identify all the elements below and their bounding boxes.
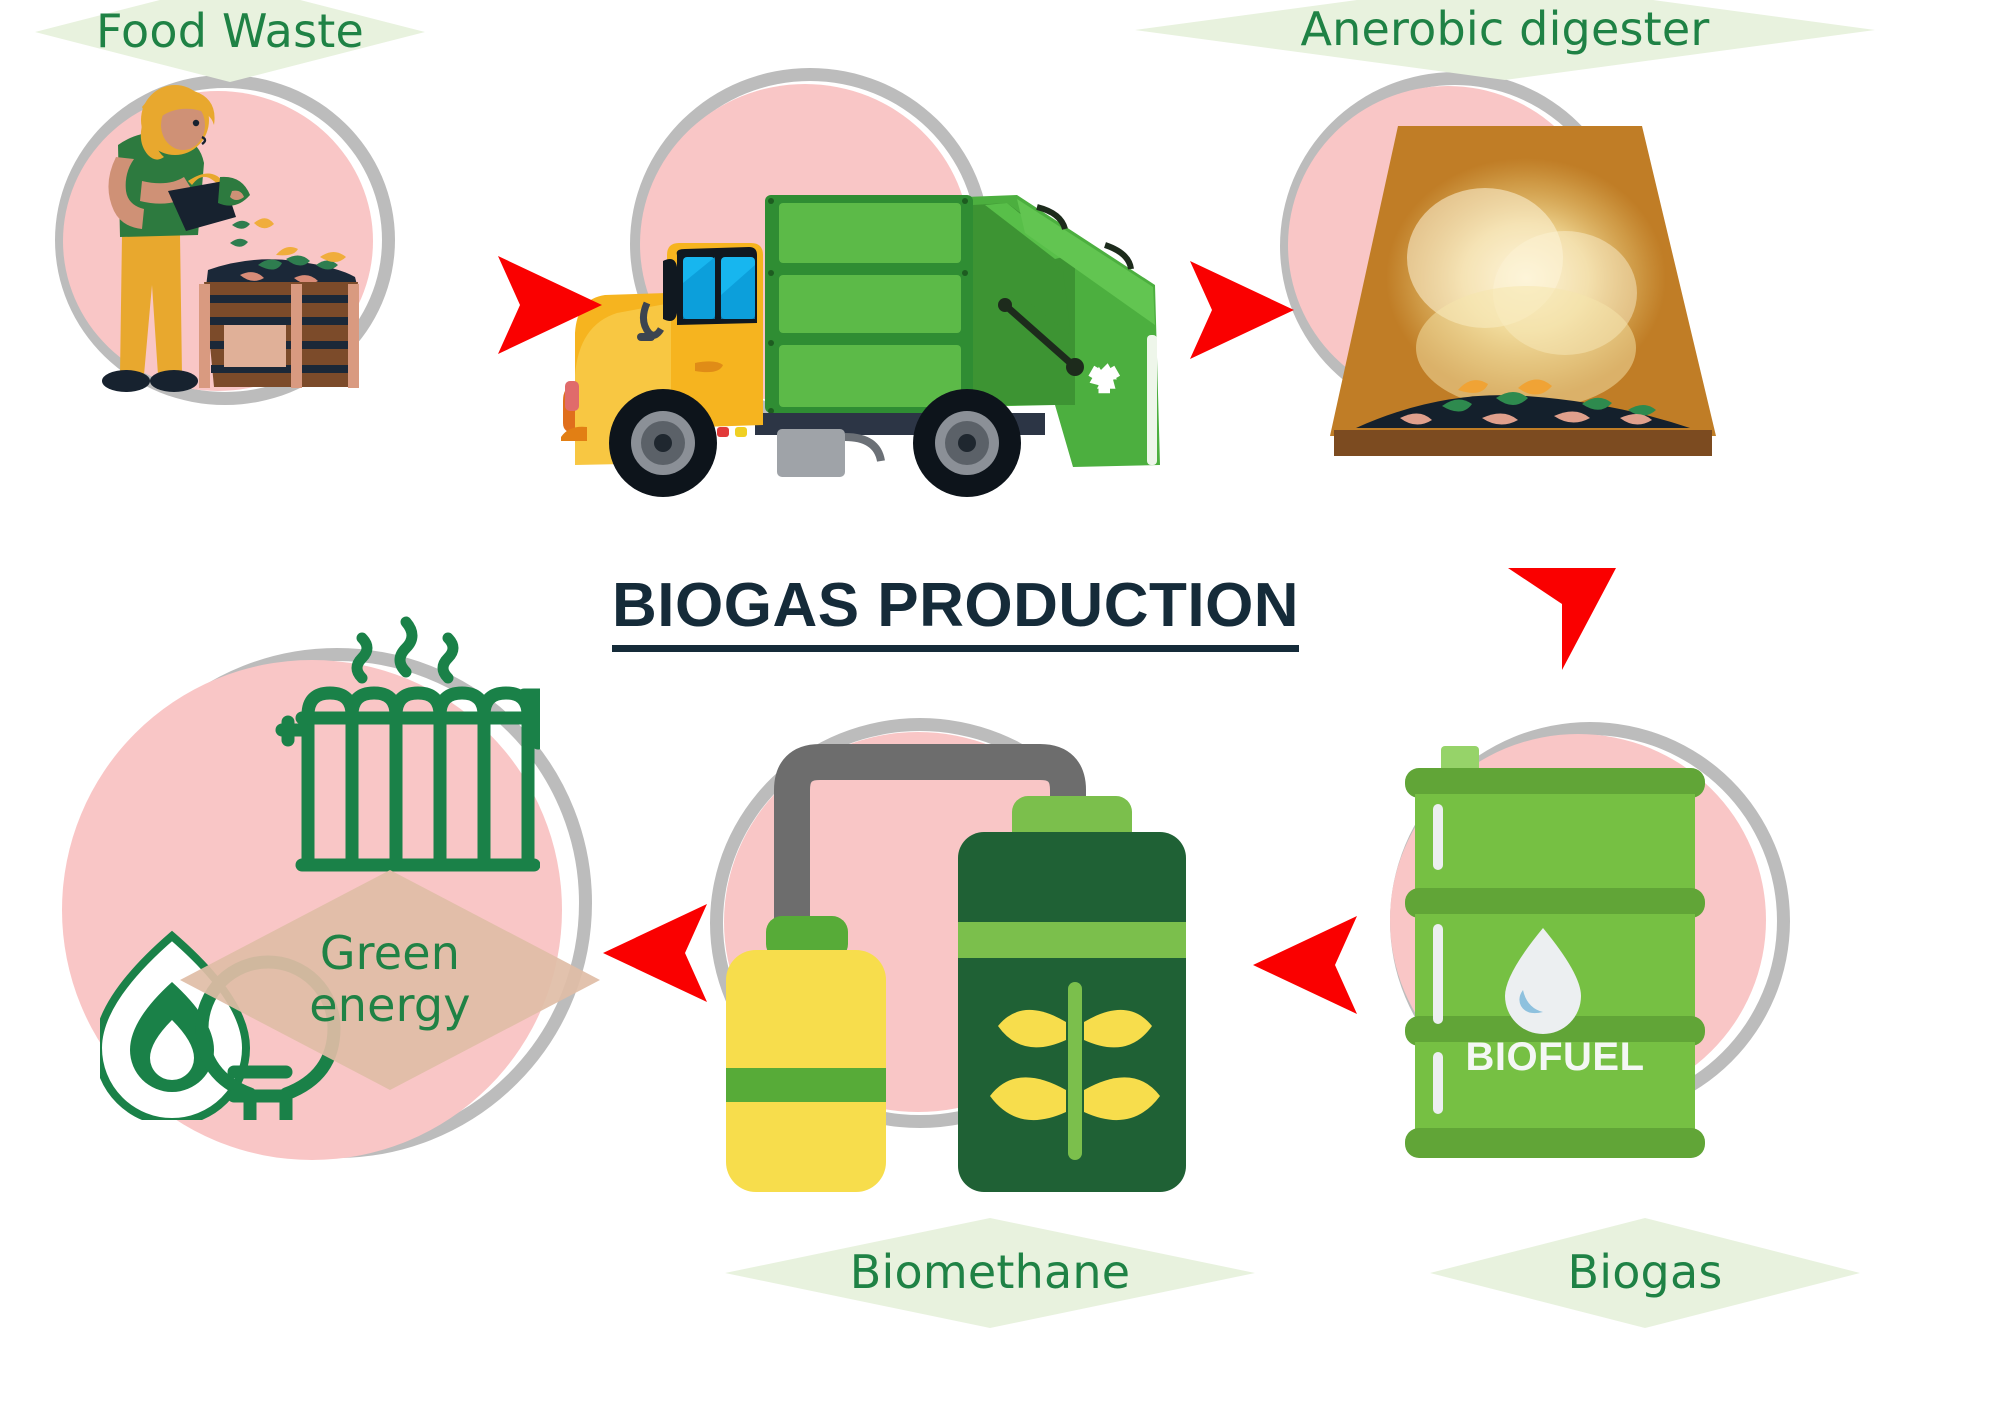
- falling-food-scraps: [230, 218, 274, 247]
- arrow-digester-to-biogas: [1502, 558, 1622, 678]
- label-anerobic-digester: Anerobic digester: [1135, 0, 1875, 80]
- water-droplet-icon: [1505, 928, 1581, 1034]
- large-green-tank: [958, 796, 1186, 1192]
- bucket: [168, 173, 250, 231]
- label-food-waste: Food Waste: [35, 0, 425, 82]
- label-biogas-text: Biogas: [1567, 1245, 1723, 1300]
- truck-rear-hopper: [965, 195, 1160, 467]
- biofuel-barrel-illustration: BIOFUEL: [1405, 740, 1725, 1170]
- radiator-icon: [275, 616, 545, 872]
- truck-wheels: [609, 389, 1021, 497]
- label-biomethane: Biomethane: [725, 1218, 1255, 1328]
- label-green-energy-text: Green energy: [309, 926, 471, 1032]
- barrel-biofuel-text: BIOFUEL: [1465, 1035, 1644, 1079]
- arrow-truck-to-digester: [1182, 255, 1302, 365]
- person-figure: [102, 85, 250, 392]
- compost-bin: [199, 247, 359, 388]
- anaerobic-digester-illustration: [1290, 98, 1760, 478]
- label-biomethane-text: Biomethane: [849, 1245, 1131, 1300]
- label-food-waste-text: Food Waste: [96, 4, 364, 59]
- page-title: BIOGAS PRODUCTION: [612, 570, 1300, 652]
- digestate-pile: [1356, 379, 1690, 428]
- arrow-food-waste-to-truck: [490, 250, 610, 360]
- truck-cab: [561, 243, 763, 465]
- title-underline: [612, 645, 1300, 652]
- arrow-biogas-to-biomethane: [1245, 910, 1365, 1020]
- page-title-text: BIOGAS PRODUCTION: [612, 571, 1300, 640]
- biomethane-plant-illustration: [700, 700, 1220, 1200]
- plant-leaf-icon: [990, 982, 1160, 1160]
- label-green-energy: Green energy: [180, 870, 600, 1090]
- truck-container: [765, 195, 973, 414]
- garbage-truck-illustration: [555, 175, 1195, 505]
- recycle-symbol: [1088, 363, 1121, 394]
- arrow-biomethane-to-green-energy: [595, 898, 715, 1008]
- label-anerobic-digester-text: Anerobic digester: [1300, 2, 1710, 57]
- small-yellow-tank: [726, 916, 886, 1192]
- composting-person-illustration: [80, 85, 410, 415]
- label-biogas: Biogas: [1430, 1218, 1860, 1328]
